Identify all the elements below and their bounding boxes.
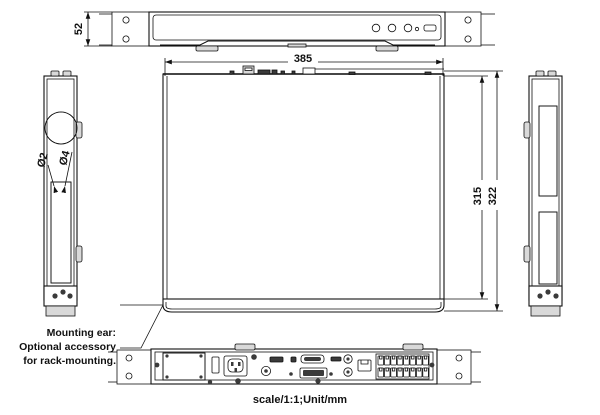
rear-fan: [162, 352, 206, 381]
rj45-port: [383, 355, 391, 366]
dimension-label-315: 315: [472, 187, 484, 205]
top-plan-view: [162, 65, 445, 313]
rear-panel-view: [108, 343, 481, 385]
rear-poe-port-block: [375, 353, 430, 380]
front-usb-port: [423, 24, 437, 32]
rj45-port: [396, 367, 404, 378]
rear-left-mounting-ear: [108, 349, 152, 385]
rj45-port: [377, 367, 384, 378]
dimension-depth-322: 322: [444, 70, 503, 312]
mounting-ear-note-line1: Mounting ear:: [47, 327, 116, 339]
rj45-port: [403, 355, 410, 366]
rj45-port: [409, 367, 416, 378]
scale-unit-note: scale/1:1;Unit/mm: [253, 394, 347, 406]
dimension-label-385: 385: [294, 53, 312, 65]
rear-usb-port-2: [290, 356, 297, 363]
rear-usb-port-1: [269, 356, 284, 363]
mounting-ear-note-line2: Optional accessory: [19, 341, 116, 353]
dimension-height-52: 52: [73, 11, 112, 47]
dimension-width-385: 385: [164, 52, 444, 76]
rear-vga-port: [300, 354, 325, 364]
top-view-rear-connector-details: [229, 65, 444, 75]
mounting-ear-leader-line: [120, 304, 164, 349]
rj45-port: [377, 355, 384, 366]
dimension-label-52: 52: [73, 23, 85, 35]
front-panel-indicators: [371, 23, 437, 33]
rear-power-inlet: [223, 355, 248, 377]
dimension-label-322: 322: [487, 187, 499, 205]
rj45-port: [390, 355, 397, 366]
rear-power-switch: [211, 356, 220, 374]
rear-uplink-rj45-port: [357, 359, 372, 372]
rj45-port: [415, 355, 423, 366]
rj45-port: [409, 355, 416, 366]
rj45-port: [422, 367, 429, 378]
dimension-label-hole-large: Ø4: [57, 149, 73, 167]
mounting-ear-note-line3: for rack-mounting.: [23, 355, 116, 367]
right-side-view: [523, 70, 563, 317]
rj45-port: [403, 367, 410, 378]
rj45-port: [390, 367, 397, 378]
mounting-ear-annotation: Mounting ear: Optional accessory for rac…: [19, 304, 164, 367]
poe-port-row-top: [377, 355, 429, 366]
dimension-label-hole-small: Ø2: [35, 151, 50, 168]
left-side-view: [43, 70, 83, 317]
rj45-port: [396, 355, 404, 366]
front-right-mounting-ear: [442, 11, 495, 47]
rear-right-mounting-ear: [436, 349, 481, 385]
rj45-port: [383, 367, 391, 378]
hole-callouts: Ø2 Ø4: [35, 149, 73, 194]
front-left-mounting-ear: [99, 11, 151, 47]
dimension-depth-315: 315: [444, 75, 488, 300]
front-elevation-view: [99, 11, 495, 52]
rear-hdmi-port: [299, 367, 328, 379]
rj45-port: [422, 355, 429, 366]
rj45-port: [415, 367, 423, 378]
poe-port-row-bottom: [377, 367, 429, 378]
